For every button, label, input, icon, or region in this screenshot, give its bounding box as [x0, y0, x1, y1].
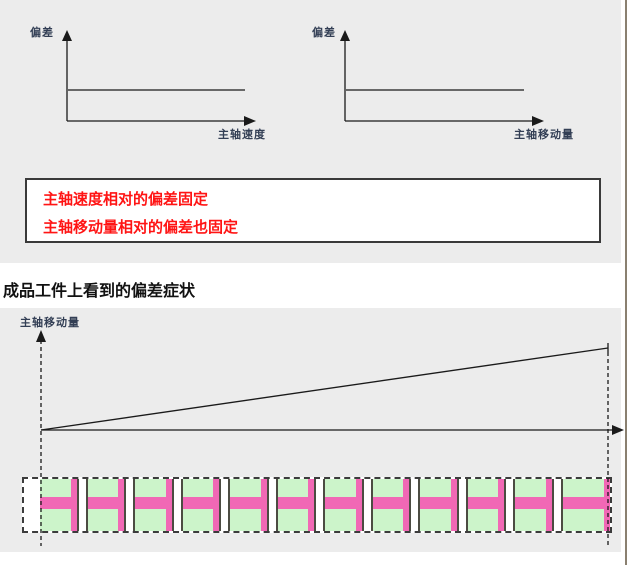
workpiece-green-block: [372, 479, 403, 531]
axis-label-spindle-movement: 主轴移动量: [514, 128, 574, 141]
workpiece-white-gap: [124, 479, 135, 531]
section-heading: 成品工件上看到的偏差症状: [3, 281, 196, 300]
workpiece-cell: [420, 479, 468, 531]
workpiece-green-block: [515, 479, 546, 531]
workpiece-pink-stripe: [604, 479, 610, 531]
workpiece-pink-stripe: [118, 479, 124, 531]
workpiece-cell: [230, 479, 278, 531]
workpiece-cell: [277, 479, 325, 531]
workpiece-white-gap: [409, 479, 420, 531]
workpiece-green-block: [467, 479, 498, 531]
workpiece-green-block: [562, 479, 604, 531]
axis-label-deviation: 偏差: [30, 26, 54, 39]
workpiece-pink-stripe: [498, 479, 504, 531]
workpiece-pink-stripe: [213, 479, 219, 531]
workpiece-green-block: [277, 479, 308, 531]
workpiece-pink-stripe: [403, 479, 409, 531]
workpiece-green-block: [420, 479, 451, 531]
workpiece-pink-stripe: [355, 479, 362, 531]
workpiece-white-gap: [76, 479, 88, 531]
workpiece-white-gap: [504, 479, 515, 531]
workpiece-white-gap: [314, 479, 325, 531]
workpiece-green-block: [135, 479, 166, 531]
workpiece-green-block: [230, 479, 261, 531]
workpiece-pink-stripe: [308, 479, 314, 531]
workpiece-cell: [40, 479, 88, 531]
workpiece-pink-stripe: [260, 479, 267, 531]
workpiece-cell: [135, 479, 183, 531]
workpiece-cell: [515, 479, 563, 531]
workpiece-white-gap: [551, 479, 563, 531]
workpiece-white-gap: [171, 479, 183, 531]
workpiece-cell: [562, 479, 610, 531]
workpiece-cell: [372, 479, 420, 531]
workpiece-pink-stripe: [70, 479, 77, 531]
workpiece-cell: [87, 479, 135, 531]
workpiece-pink-stripe: [545, 479, 552, 531]
workpiece-cell: [467, 479, 515, 531]
workpiece-green-block: [325, 479, 356, 531]
workpiece-white-gap: [219, 479, 230, 531]
workpiece-green-block: [40, 479, 71, 531]
alert-line-1: 主轴速度相对的偏差固定: [43, 190, 209, 208]
workpiece-pink-stripe: [165, 479, 172, 531]
axis-label-deviation: 偏差: [312, 26, 336, 39]
workpiece-pink-stripe: [450, 479, 457, 531]
page-edge-line: [625, 0, 627, 565]
workpiece-cell: [325, 479, 373, 531]
workpiece-white-gap: [456, 479, 468, 531]
alert-line-2: 主轴移动量相对的偏差也固定: [43, 218, 239, 236]
axis-label-spindle-movement: 主轴移动量: [20, 316, 80, 329]
workpiece-green-block: [87, 479, 118, 531]
workpiece-pattern: [22, 477, 612, 533]
workpiece-green-block: [182, 479, 213, 531]
axis-label-spindle-speed: 主轴速度: [218, 128, 266, 141]
workpiece-white-gap: [266, 479, 278, 531]
alert-box: 主轴速度相对的偏差固定 主轴移动量相对的偏差也固定: [25, 178, 601, 243]
workpiece-cell: [182, 479, 230, 531]
workpiece-white-gap: [361, 479, 373, 531]
